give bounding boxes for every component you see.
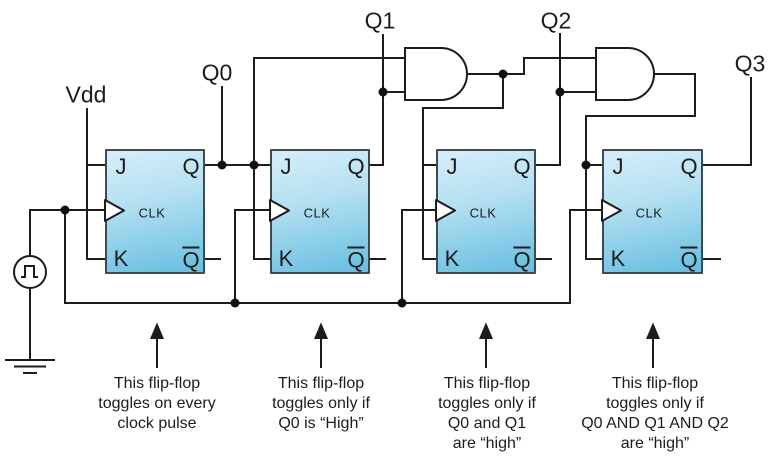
annotation-line: clock pulse xyxy=(117,415,197,432)
annotation-line: This flip-flop xyxy=(443,375,531,392)
pin-label-j: J xyxy=(446,154,458,179)
annotation-line: This flip-flop xyxy=(113,375,201,392)
signal-label-q0: Q0 xyxy=(201,59,233,86)
annotation-line: toggles only if xyxy=(438,395,536,412)
q2-wires xyxy=(536,33,596,166)
q3-wires xyxy=(703,77,752,166)
annotation-line: This flip-flop xyxy=(277,375,365,392)
annotation-line: Q0 AND Q1 AND Q2 xyxy=(581,415,729,432)
pin-label-q: Q xyxy=(347,154,365,179)
signal-label-vdd: Vdd xyxy=(65,81,107,108)
q1-wires xyxy=(370,34,405,166)
pin-label-q: Q xyxy=(513,154,531,179)
up-arrow-icon xyxy=(149,322,165,339)
pin-label-j: J xyxy=(612,154,624,179)
annotation-line: Q0 is “High” xyxy=(278,415,364,432)
annotation-ff1: This flip-flop toggles on every clock pu… xyxy=(42,374,272,434)
and-gate-2 xyxy=(595,47,655,101)
signal-label-q1: Q1 xyxy=(364,7,396,34)
and-gate-1 xyxy=(404,47,468,101)
pin-label-qbar: Q xyxy=(513,246,531,273)
pin-label-clk: CLK xyxy=(138,205,166,221)
annotation-arrows xyxy=(149,322,661,368)
annotation-line: toggles only if xyxy=(606,395,704,412)
pin-label-k: K xyxy=(278,246,294,271)
vdd-wire xyxy=(86,108,105,260)
annotation-line: toggles only if xyxy=(272,395,370,412)
annotation-line: Q0 and Q1 xyxy=(447,415,527,432)
ground-icon xyxy=(5,359,55,374)
annotation-line: are “high” xyxy=(452,435,522,452)
clock-source-icon xyxy=(13,255,47,289)
flipflop-2: J Q CLK K Q xyxy=(270,149,370,274)
up-arrow-icon xyxy=(645,322,661,339)
pin-label-q: Q xyxy=(182,154,200,179)
pin-label-qbar: Q xyxy=(182,246,200,273)
flipflop-3: J Q CLK K Q xyxy=(436,149,536,274)
annotation-line: This flip-flop xyxy=(611,375,699,392)
flipflop-1: J Q CLK K Q xyxy=(105,149,205,274)
pin-label-q: Q xyxy=(680,154,698,179)
pin-label-j: J xyxy=(280,154,292,179)
pin-label-qbar: Q xyxy=(347,246,365,273)
annotation-ff2: This flip-flop toggles only if Q0 is “Hi… xyxy=(206,374,436,434)
pin-label-qbar: Q xyxy=(680,246,698,273)
signal-label-q3: Q3 xyxy=(734,50,766,77)
signal-label-q2: Q2 xyxy=(540,7,572,34)
annotation-line: are “high” xyxy=(620,435,690,452)
pin-label-clk: CLK xyxy=(635,205,663,221)
pin-label-clk: CLK xyxy=(303,205,331,221)
pin-label-k: K xyxy=(113,246,129,271)
pin-label-k: K xyxy=(444,246,460,271)
up-arrow-icon xyxy=(313,322,329,339)
pin-label-j: J xyxy=(115,154,127,179)
annotation-ff4: This flip-flop toggles only if Q0 AND Q1… xyxy=(540,374,768,454)
up-arrow-icon xyxy=(478,322,494,339)
flipflop-4: J Q CLK K Q xyxy=(602,149,703,274)
pin-label-clk: CLK xyxy=(469,205,497,221)
annotation-line: toggles on every xyxy=(98,395,216,412)
pin-label-k: K xyxy=(610,246,626,271)
annotation-ff3: This flip-flop toggles only if Q0 and Q1… xyxy=(372,374,602,454)
